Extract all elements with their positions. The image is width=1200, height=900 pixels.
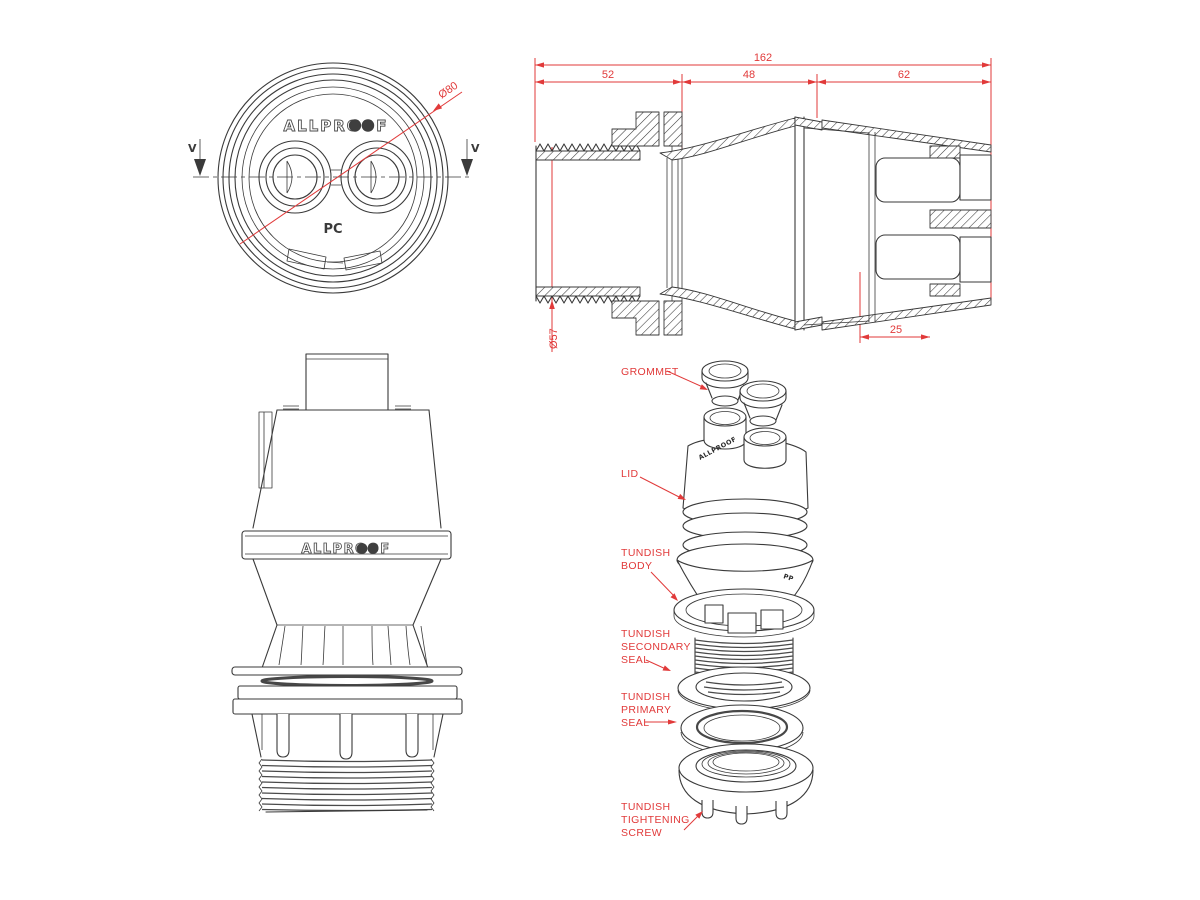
brand-logo-front-view: ALLPROOF bbox=[301, 542, 390, 557]
side-view-locknut bbox=[611, 111, 683, 336]
section-marker-left: V bbox=[188, 139, 206, 176]
svg-text:SCREW: SCREW bbox=[621, 827, 662, 839]
logo-o-icon bbox=[348, 119, 362, 132]
dim-pipe-diameter: Ø57 bbox=[548, 328, 560, 349]
top-view: ALLPROOF PC V V Ø80 bbox=[188, 62, 480, 294]
svg-text:SEAL: SEAL bbox=[621, 654, 649, 666]
front-view-flange bbox=[232, 685, 463, 715]
label-lid: LID bbox=[621, 468, 686, 500]
label-tundish-primary-seal: TUNDISH PRIMARY SEAL bbox=[621, 691, 677, 729]
side-section-view: 162 52 48 62 25 Ø57 bbox=[534, 52, 992, 352]
front-view-lid bbox=[252, 409, 442, 529]
front-view-outlet-pipe bbox=[283, 353, 411, 411]
side-view-outer-shell bbox=[803, 119, 992, 331]
section-arrow-icon bbox=[461, 159, 473, 176]
front-view-tabs bbox=[251, 713, 444, 760]
svg-text:GROMMET: GROMMET bbox=[621, 366, 679, 378]
label-tundish-secondary-seal: TUNDISH SECONDARY SEAL bbox=[621, 628, 691, 671]
front-view-body bbox=[231, 558, 463, 687]
svg-text:BODY: BODY bbox=[621, 560, 652, 572]
exploded-grommets bbox=[701, 360, 787, 427]
logo-o-icon bbox=[361, 119, 375, 132]
logo-o-icon bbox=[356, 543, 368, 554]
section-marker-right: V bbox=[461, 139, 480, 176]
side-view-funnel bbox=[659, 116, 823, 331]
front-elevation-view: ALLPROOF bbox=[231, 353, 463, 813]
exploded-lid: ALLPROOF bbox=[682, 407, 809, 540]
dim-arrow-icon bbox=[433, 103, 443, 111]
brand-logo-top-view: ALLPROOF bbox=[283, 117, 388, 135]
side-view-threaded-inlet bbox=[535, 143, 641, 304]
exploded-tundish-body: PP bbox=[673, 531, 815, 705]
top-view-outline bbox=[217, 62, 449, 294]
svg-text:V: V bbox=[188, 142, 197, 155]
svg-text:LID: LID bbox=[621, 468, 639, 480]
dim-inner: 25 bbox=[890, 324, 902, 336]
front-view-thread bbox=[258, 758, 435, 813]
svg-text:SECONDARY: SECONDARY bbox=[621, 641, 691, 653]
top-view-vent-slots bbox=[286, 248, 383, 271]
svg-text:PRIMARY: PRIMARY bbox=[621, 704, 671, 716]
side-view-outlet-ports bbox=[875, 145, 992, 297]
front-view-logo-band: ALLPROOF bbox=[241, 530, 452, 560]
exploded-labels: GROMMET LID TUNDISH BODY TUNDISH SECONDA… bbox=[621, 366, 708, 839]
svg-text:SEAL: SEAL bbox=[621, 717, 649, 729]
dim-overall: 162 bbox=[754, 52, 772, 64]
label-tundish-body: TUNDISH BODY bbox=[621, 547, 678, 601]
exploded-secondary-seal bbox=[677, 666, 811, 712]
exploded-view: ALLPROOF PP bbox=[621, 360, 815, 839]
svg-text:TUNDISH: TUNDISH bbox=[621, 801, 670, 813]
logo-o-icon bbox=[367, 543, 379, 554]
dim-left: 52 bbox=[602, 69, 614, 81]
side-view-dimensions: 162 52 48 62 25 Ø57 bbox=[534, 52, 992, 352]
front-view-seal-washer bbox=[260, 675, 434, 687]
dim-mid: 48 bbox=[743, 69, 755, 81]
svg-text:V: V bbox=[471, 142, 480, 155]
svg-text:Ø80: Ø80 bbox=[436, 80, 460, 102]
svg-text:TUNDISH: TUNDISH bbox=[621, 628, 670, 640]
label-tundish-tightening-screw: TUNDISH TIGHTENING SCREW bbox=[621, 801, 703, 839]
exploded-tightening-screw bbox=[678, 743, 814, 825]
section-line: V V bbox=[188, 139, 480, 178]
dim-right: 62 bbox=[898, 69, 910, 81]
svg-text:TUNDISH: TUNDISH bbox=[621, 547, 670, 559]
label-grommet: GROMMET bbox=[621, 366, 708, 390]
material-label-pc: PC bbox=[323, 222, 342, 237]
svg-text:TIGHTENING: TIGHTENING bbox=[621, 814, 690, 826]
section-arrow-icon bbox=[194, 159, 206, 176]
material-label-pp: PP bbox=[782, 572, 794, 583]
svg-text:TUNDISH: TUNDISH bbox=[621, 691, 670, 703]
